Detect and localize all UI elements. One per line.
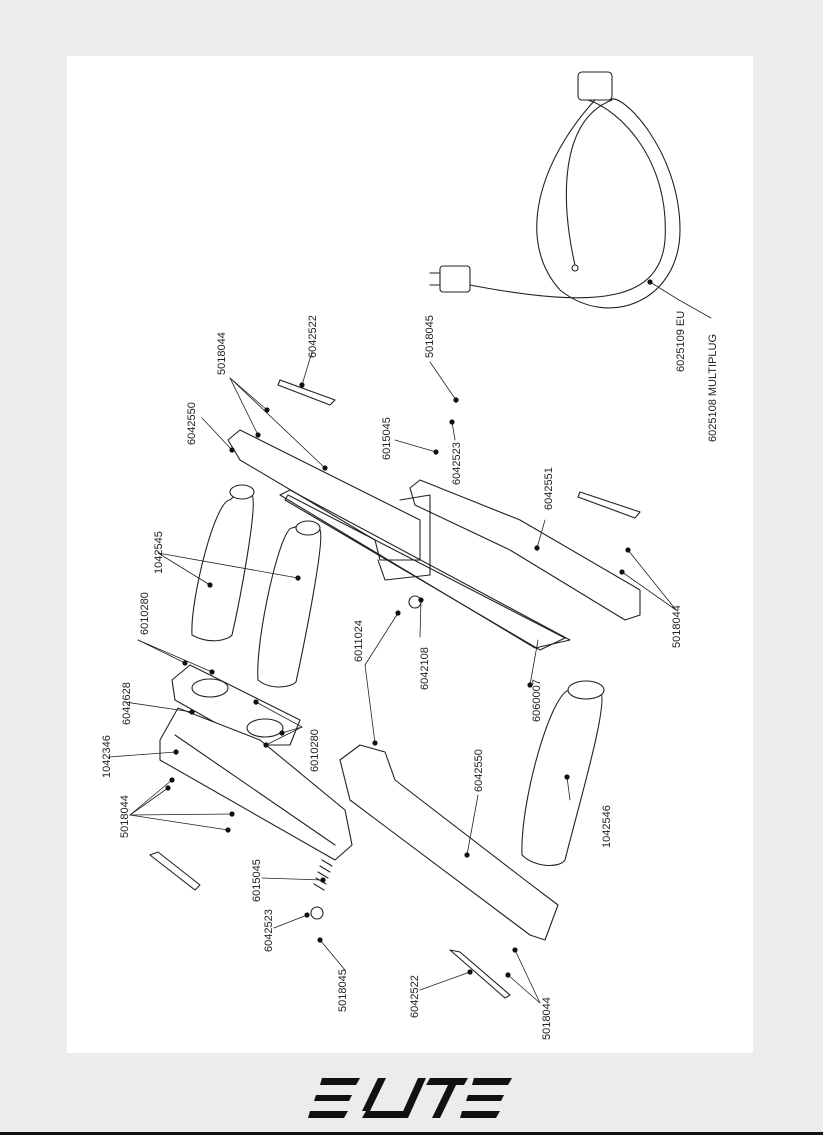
spring-left	[311, 860, 332, 919]
label-1042545: 1042545	[153, 531, 165, 574]
label-6042522-bottom: 6042522	[409, 975, 421, 1018]
frame-arm-lower	[340, 745, 558, 998]
belt-6060007	[285, 495, 565, 650]
label-1042346: 1042346	[101, 735, 113, 778]
label-5018044-right: 5018044	[671, 605, 683, 648]
label-6042628: 6042628	[121, 682, 133, 725]
label-6042550-bottom: 6042550	[473, 749, 485, 792]
label-6011024: 6011024	[353, 620, 365, 662]
label-6015045-right: 6015045	[381, 417, 393, 460]
label-6042108: 6042108	[419, 647, 431, 690]
label-6042550-top: 6042550	[186, 402, 198, 445]
label-6010280-top: 6010280	[139, 592, 151, 635]
leader-lines	[109, 282, 711, 1003]
label-1042546: 1042546	[601, 805, 613, 848]
leader-dots	[165, 279, 652, 977]
label-6042551: 6042551	[543, 467, 555, 510]
label-6042522-top: 6042522	[307, 315, 319, 358]
label-6042523-right: 6042523	[451, 442, 463, 485]
label-6015045-left: 6015045	[251, 859, 263, 902]
label-6025108-multiplug: 6025108 MULTIPLUG	[707, 334, 719, 442]
label-5018044-bottom: 5018044	[541, 997, 553, 1040]
label-5018045-left: 5018045	[337, 969, 349, 1012]
power-adapter-box	[578, 72, 612, 100]
elite-logo	[308, 1070, 513, 1130]
label-6060007: 6060007	[531, 679, 543, 722]
label-6042523-left: 6042523	[263, 909, 275, 952]
plug-eu	[440, 266, 470, 292]
label-5018045-top: 5018045	[424, 315, 436, 358]
label-6010280-bottom: 6010280	[309, 729, 321, 772]
label-5018044-left: 5018044	[119, 795, 131, 838]
label-6025109-eu: 6025109 EU	[675, 311, 687, 372]
power-cable	[430, 72, 680, 308]
label-5018044-top: 5018044	[216, 332, 228, 375]
